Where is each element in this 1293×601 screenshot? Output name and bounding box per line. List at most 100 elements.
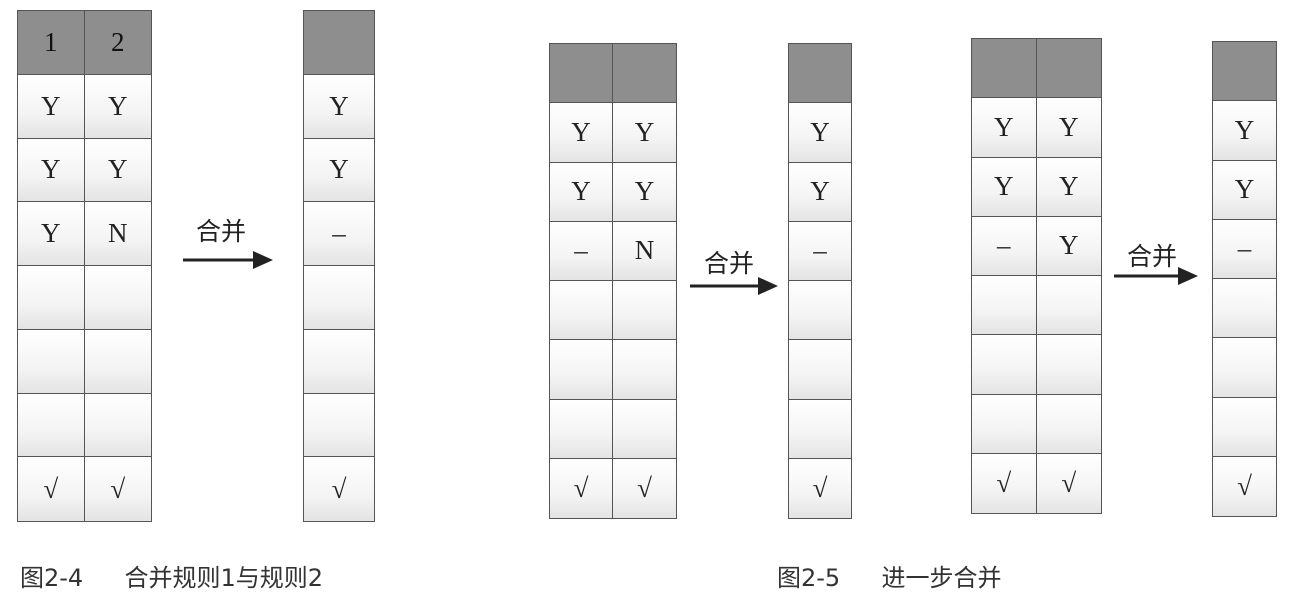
table-row: Y: [304, 138, 374, 203]
table-row: Y: [1213, 101, 1276, 161]
table-row: [1213, 279, 1276, 339]
table-cell: √: [550, 458, 613, 518]
table-row: Y: [1213, 160, 1276, 220]
table-cell: Y: [613, 162, 676, 221]
table-row: √: [1213, 456, 1276, 516]
table-cell: Y: [1036, 216, 1101, 275]
table-cell: [18, 266, 85, 329]
table-cell: [1036, 276, 1101, 335]
table-cell: √: [613, 458, 676, 518]
table-cell: [1036, 394, 1101, 453]
table-row: Y: [789, 103, 851, 163]
table-row: –: [1213, 219, 1276, 279]
fig25-caption-text: 进一步合并: [881, 564, 1002, 592]
table-row: [18, 393, 151, 458]
table-cell: [550, 340, 613, 399]
table-row: [18, 266, 151, 330]
table-cell: [84, 329, 151, 393]
table-cell: Y: [84, 74, 151, 138]
table-row: [304, 266, 374, 330]
table-cell: [1213, 397, 1276, 456]
table-row: –: [789, 221, 851, 281]
header-cell: [304, 11, 374, 74]
table-cell: –: [972, 216, 1037, 275]
table-cell: √: [18, 457, 85, 521]
fig25-caption: 图2-5 进一步合并: [777, 558, 1001, 593]
table-row: [1213, 397, 1276, 457]
header-cell: [550, 44, 613, 103]
table-row: [1213, 338, 1276, 398]
table-cell: Y: [18, 138, 85, 202]
table-cell: –: [550, 221, 613, 280]
table-row: √√: [972, 453, 1101, 513]
table-cell: √: [1036, 453, 1101, 513]
table-header-row: [972, 39, 1101, 99]
table-cell: [613, 399, 676, 458]
table-cell: Y: [1213, 160, 1276, 219]
table-cell: N: [613, 221, 676, 280]
table-cell: Y: [972, 157, 1037, 216]
table-row: –: [304, 202, 374, 266]
table-row: [972, 276, 1101, 336]
table-cell: √: [972, 453, 1037, 513]
table-cell: Y: [1036, 157, 1101, 216]
fig25-caption-id: 图2-5: [777, 564, 841, 592]
table-cell: Y: [550, 103, 613, 162]
table-cell: [789, 340, 851, 399]
table-cell: √: [304, 457, 374, 521]
table-header-row: [1213, 42, 1276, 102]
table-cell: Y: [789, 103, 851, 162]
table-row: [304, 329, 374, 394]
table-cell: Y: [18, 74, 85, 138]
table-cell: [789, 399, 851, 458]
header-cell: [1213, 42, 1276, 101]
table-cell: Y: [304, 138, 374, 202]
table-row: [789, 340, 851, 400]
table-cell: N: [84, 202, 151, 265]
table-cell: [304, 329, 374, 393]
table-cell: Y: [84, 138, 151, 202]
table-row: [304, 393, 374, 458]
table-cell: [972, 276, 1037, 335]
table-cell: [789, 281, 851, 340]
table-cell: [1213, 279, 1276, 338]
fig24-merge-label: 合并: [196, 217, 247, 246]
table-cell: [1213, 338, 1276, 397]
header-cell: 2: [84, 11, 151, 74]
table-row: √: [304, 457, 374, 521]
table-row: –N: [550, 221, 676, 281]
table-row: Y: [304, 74, 374, 139]
table-cell: [972, 394, 1037, 453]
table-header-row: [550, 44, 676, 104]
header-cell: [789, 44, 851, 103]
table-cell: Y: [972, 98, 1037, 157]
table-cell: Y: [613, 103, 676, 162]
table-cell: [550, 399, 613, 458]
fig24-caption-id: 图2-4: [20, 564, 84, 592]
table-header-row: [789, 44, 851, 104]
fig25-merge-label: 合并: [704, 249, 755, 278]
table-cell: [84, 393, 151, 457]
table-cell: [304, 266, 374, 329]
fig25b-arrow-icon: [1114, 267, 1198, 285]
table-cell: Y: [18, 202, 85, 265]
table-header-row: [304, 11, 374, 75]
table-cell: Y: [550, 162, 613, 221]
table-row: √: [789, 458, 851, 518]
table-cell: [1036, 335, 1101, 394]
table-cell: [613, 281, 676, 340]
table-row: [789, 281, 851, 341]
table-row: [550, 281, 676, 341]
table-cell: [304, 393, 374, 457]
